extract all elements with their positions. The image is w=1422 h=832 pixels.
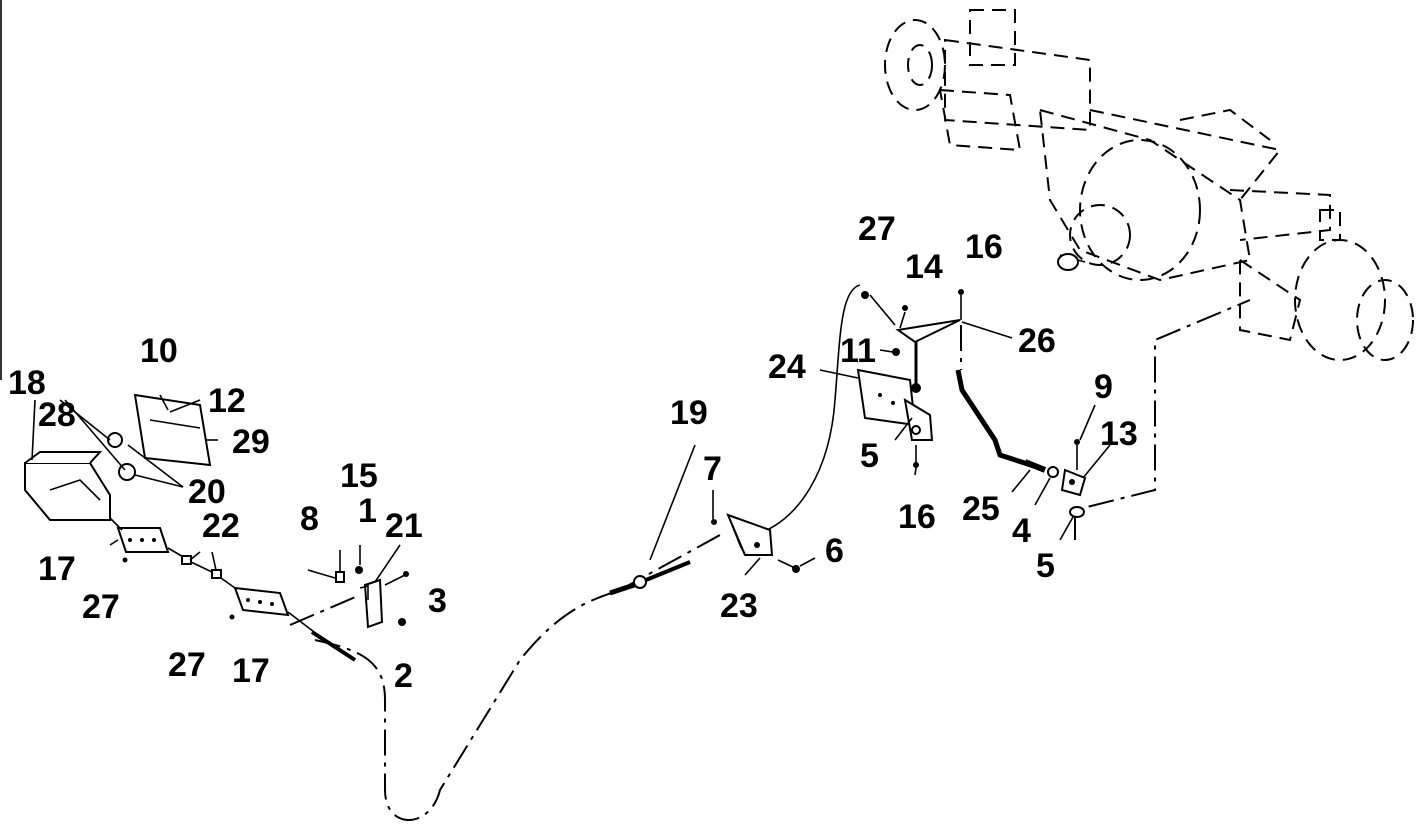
- bolt-8: [307, 569, 336, 579]
- pin-9: [1074, 439, 1080, 445]
- callout-22: 22: [202, 507, 240, 545]
- cable-end-17-upper: [116, 527, 170, 553]
- callout-27-lower: 27: [168, 646, 206, 684]
- callout-5-left: 5: [860, 437, 879, 475]
- bolt-6: [777, 559, 796, 569]
- bolt-10: [159, 394, 169, 411]
- callout-20: 20: [188, 473, 226, 511]
- callout-26: 26: [1018, 322, 1056, 360]
- callout-16-bottom: 16: [898, 498, 936, 536]
- nut-7: [711, 519, 717, 525]
- cable-to-bracket-21: [289, 594, 361, 626]
- callout-8: 8: [300, 500, 319, 538]
- lever-bracket-5: [903, 398, 934, 441]
- nut-1: [355, 566, 363, 574]
- callout-18: 18: [8, 364, 46, 402]
- callout-3: 3: [428, 582, 447, 620]
- callout-1: 1: [358, 492, 377, 530]
- callout-16-top: 16: [965, 228, 1003, 266]
- bracket-21: [359, 578, 384, 629]
- callout-28: 28: [38, 396, 76, 434]
- callout-17-lower: 17: [232, 652, 270, 690]
- callout-2: 2: [394, 657, 413, 695]
- equalizer-lever-26: [895, 319, 961, 344]
- bracket-23: [726, 513, 774, 556]
- callout-29: 29: [232, 423, 270, 461]
- callout-12: 12: [208, 382, 246, 420]
- callout-6: 6: [825, 532, 844, 570]
- bracket-24: [856, 368, 917, 427]
- callout-24: 24: [768, 348, 806, 386]
- callout-19: 19: [670, 394, 708, 432]
- rod-25: [955, 369, 1047, 473]
- callout-17-upper: 17: [38, 550, 76, 588]
- callout-11: 11: [840, 332, 876, 370]
- switch-20a: [107, 432, 123, 448]
- washer-5: [1069, 506, 1085, 518]
- callout-10: 10: [140, 332, 178, 370]
- callout-7: 7: [703, 450, 722, 488]
- callout-9: 9: [1094, 368, 1113, 406]
- callout-4: 4: [1012, 512, 1031, 550]
- callout-14: 14: [905, 248, 943, 286]
- callout-21: 21: [385, 507, 423, 545]
- bolt-3: [384, 574, 406, 586]
- clevis-13: [1060, 468, 1087, 497]
- callout-27-left: 27: [82, 588, 120, 626]
- plate-29: [133, 393, 212, 467]
- callout-15: 15: [340, 457, 378, 495]
- lever-housing-18: [24, 451, 111, 521]
- rod-to-axle-link: [1074, 299, 1251, 540]
- brake-cable-main: [314, 589, 621, 821]
- callout-23: 23: [720, 587, 758, 625]
- clip-15: [335, 571, 345, 583]
- callout-5-right: 5: [1036, 547, 1055, 585]
- brake-cable-upper: [754, 284, 861, 536]
- cable-end-17-lower: [233, 586, 290, 617]
- shim-22b: [211, 569, 222, 579]
- nut-4: [1047, 466, 1059, 478]
- pin-11: [892, 348, 900, 356]
- callout-labels: 10 18 28 12 29 20 22 17 27 27 17 15 8 1 …: [8, 210, 1138, 695]
- rear-axle-outline: [884, 9, 1414, 361]
- nut-2: [398, 618, 406, 626]
- callout-25: 25: [962, 490, 1000, 528]
- pin-14: [902, 305, 908, 311]
- callout-27-right: 27: [858, 210, 896, 248]
- callout-13: 13: [1100, 415, 1138, 453]
- cable-adjuster-19: [609, 560, 691, 596]
- shim-22a: [181, 555, 192, 565]
